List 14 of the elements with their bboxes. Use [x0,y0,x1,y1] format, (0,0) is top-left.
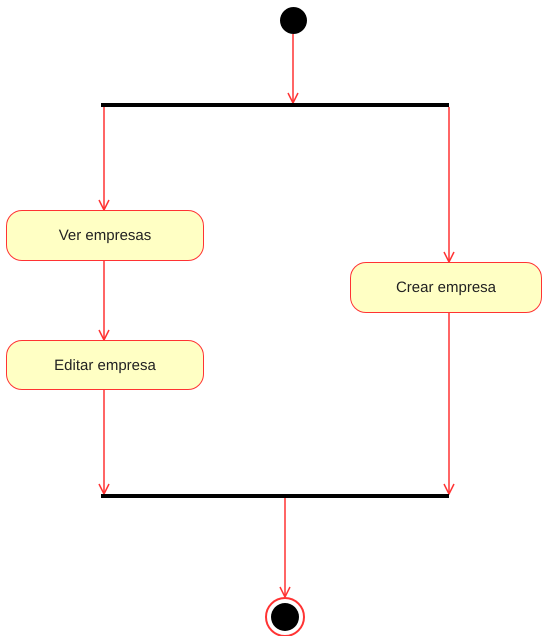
action-node: Editar empresa [6,340,204,390]
action-node: Crear empresa [350,262,542,313]
action-node: Ver empresas [6,210,204,261]
arrow [287,34,299,104]
sync-bar [101,103,449,107]
initial-node [280,7,307,34]
arrow [98,261,110,341]
arrow [279,498,291,598]
arrow [443,107,455,263]
arrow [443,313,455,495]
arrow [98,107,110,211]
final-node [265,597,305,636]
sync-bar [101,494,449,498]
arrow [98,390,110,495]
